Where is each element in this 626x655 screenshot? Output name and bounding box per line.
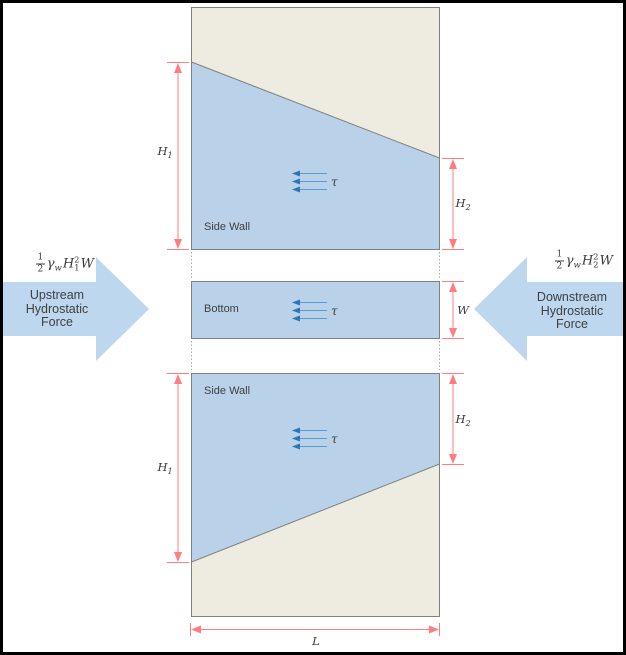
h-superscript: 2 [74, 255, 80, 265]
top-panel-wetted-area [191, 61, 440, 250]
h2-base: H [455, 195, 466, 210]
h2-sub: 2 [465, 203, 471, 213]
fold-lines [191, 252, 440, 370]
shear-arrows-top [292, 170, 327, 193]
l-base: L [312, 634, 320, 648]
dimension-lines [167, 62, 464, 636]
downstream-force-arrow [474, 257, 623, 361]
w-symbol: W [80, 256, 94, 272]
lower-panel-wetted-area [191, 373, 440, 563]
h-symbol: H [62, 256, 75, 272]
h1-sub: 1 [167, 151, 173, 161]
h1-base: H [157, 459, 168, 474]
h2-sub: 2 [465, 419, 471, 429]
top-side-wall-label: Side Wall [204, 221, 251, 233]
h-subscript: 2 [593, 260, 599, 270]
fraction-denominator: 2 [556, 261, 563, 271]
tau-symbol-middle: τ [331, 304, 338, 318]
h1-label-top: H1 [157, 144, 172, 160]
h-exponent-subscript: 2 2 [593, 252, 599, 270]
lower-side-wall-panel [191, 373, 440, 617]
tau-symbol-top: τ [331, 175, 338, 189]
w-symbol: W [599, 253, 613, 269]
gamma-symbol: γ [46, 256, 55, 272]
gamma-symbol: γ [565, 253, 574, 269]
downstream-force-line3: Force [556, 316, 588, 331]
shear-arrows-bottom [292, 427, 327, 450]
h-subscript: 1 [74, 263, 80, 273]
downstream-force-line2: Hydrostatic [540, 303, 604, 318]
lower-side-wall-label: Side Wall [204, 385, 251, 397]
fraction-denominator: 2 [37, 264, 44, 274]
h-symbol: H [581, 253, 594, 269]
w-base: W [457, 303, 469, 317]
h1-sub: 1 [167, 467, 173, 477]
w-label: W [457, 303, 469, 317]
upstream-force-line1: Upstream [29, 287, 85, 302]
top-side-wall-panel [191, 7, 440, 250]
h2-base: H [455, 411, 466, 426]
h-exponent-subscript: 2 1 [74, 255, 80, 273]
downstream-force-line1: Downstream [536, 289, 608, 304]
fraction-numerator: 1 [36, 252, 45, 265]
upstream-force-line3: Force [41, 314, 73, 329]
fraction-numerator: 1 [555, 249, 564, 262]
h1-label-bottom: H1 [157, 460, 172, 476]
h1-base: H [157, 143, 168, 158]
shear-arrows-middle [292, 299, 327, 322]
h2-label-top: H2 [455, 196, 470, 212]
l-label: L [312, 634, 320, 648]
upstream-force-label: Upstream Hydrostatic Force [25, 287, 89, 330]
gamma-subscript: w [54, 263, 62, 273]
fraction: 1 2 [555, 249, 564, 272]
downstream-force-label: Downstream Hydrostatic Force [536, 289, 608, 332]
h-superscript: 2 [593, 252, 599, 262]
gamma-subscript: w [573, 260, 581, 270]
downstream-force-formula: 1 2 γ w H 2 2 W [555, 249, 613, 272]
upstream-force-arrow [3, 257, 149, 361]
fraction: 1 2 [36, 252, 45, 275]
h2-label-bottom: H2 [455, 412, 470, 428]
tau-symbol-bottom: τ [331, 432, 338, 446]
upstream-force-line2: Hydrostatic [25, 301, 89, 316]
upstream-force-formula: 1 2 γ w H 2 1 W [36, 252, 94, 275]
bottom-panel-label: Bottom [204, 303, 239, 315]
